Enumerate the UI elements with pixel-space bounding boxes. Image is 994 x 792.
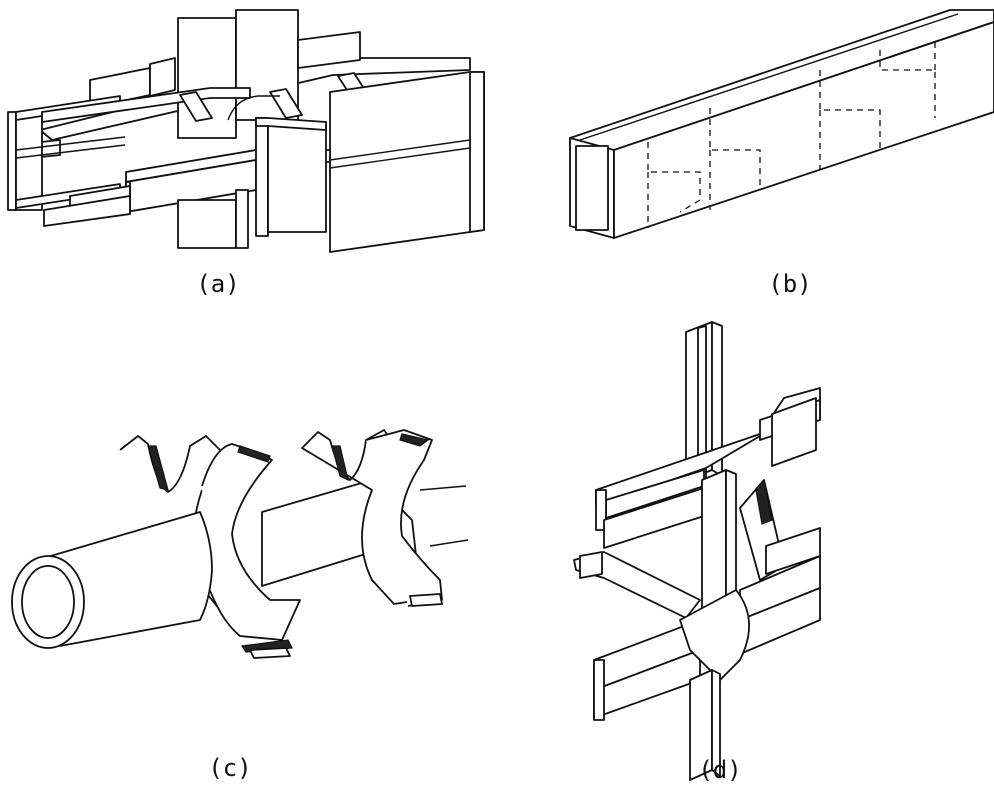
panel-d-drawing bbox=[573, 321, 821, 781]
panel-b-drawing bbox=[569, 9, 994, 239]
panel-d-label: (d) bbox=[698, 756, 741, 784]
panel-a-label: (a) bbox=[196, 270, 239, 298]
panel-a-drawing bbox=[7, 9, 485, 253]
panel-b-label: (b) bbox=[768, 270, 811, 298]
panel-c-drawing bbox=[11, 429, 469, 659]
panel-c-label: (c) bbox=[208, 754, 251, 782]
